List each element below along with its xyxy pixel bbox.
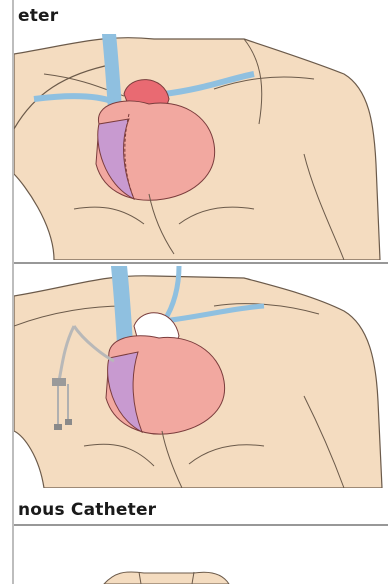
chest-illustration-catheter — [14, 266, 388, 488]
panel-separator-1 — [14, 262, 388, 264]
chest-illustration-top — [14, 34, 388, 260]
middle-caption: nous Catheter — [18, 500, 156, 520]
chest-illustration-bottom-partial — [14, 528, 388, 584]
panel-separator-2 — [14, 524, 388, 526]
top-caption: eter — [18, 6, 58, 26]
